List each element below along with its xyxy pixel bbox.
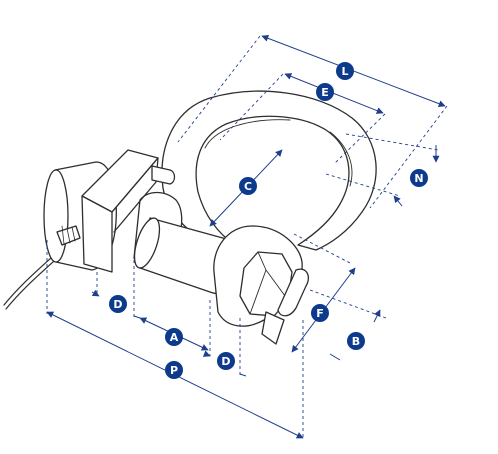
label-marker-D-right: D <box>217 352 235 370</box>
dim-line-E <box>284 73 384 114</box>
shackle-drawing <box>3 90 377 345</box>
dim-line-D-right-2 <box>239 373 247 377</box>
label-N: N <box>414 172 423 185</box>
label-A: A <box>170 331 179 344</box>
label-marker-N: N <box>410 169 428 187</box>
label-marker-L: L <box>336 62 354 80</box>
label-P: P <box>170 364 178 377</box>
label-L: L <box>341 65 348 78</box>
label-marker-D-left: D <box>109 295 127 313</box>
dim-line-D-left <box>91 289 100 297</box>
label-D-left: D <box>113 298 122 311</box>
label-C: C <box>244 180 252 193</box>
label-marker-E: E <box>316 83 334 101</box>
label-marker-F: F <box>311 304 329 322</box>
dim-line-D-left-2 <box>133 315 141 319</box>
dim-line-N-bottom <box>393 195 403 207</box>
label-marker-A: A <box>165 328 183 346</box>
label-E: E <box>321 86 329 99</box>
dim-line-D-right <box>202 350 211 357</box>
label-F: F <box>316 307 324 320</box>
label-marker-C: C <box>239 177 257 195</box>
label-D-right: D <box>221 355 230 368</box>
dim-line-B <box>373 309 381 323</box>
dim-line-B-2 <box>329 353 341 361</box>
label-marker-P: P <box>165 361 183 379</box>
label-B: B <box>352 335 360 348</box>
locating-peg <box>151 165 176 185</box>
label-marker-B: B <box>347 332 365 350</box>
